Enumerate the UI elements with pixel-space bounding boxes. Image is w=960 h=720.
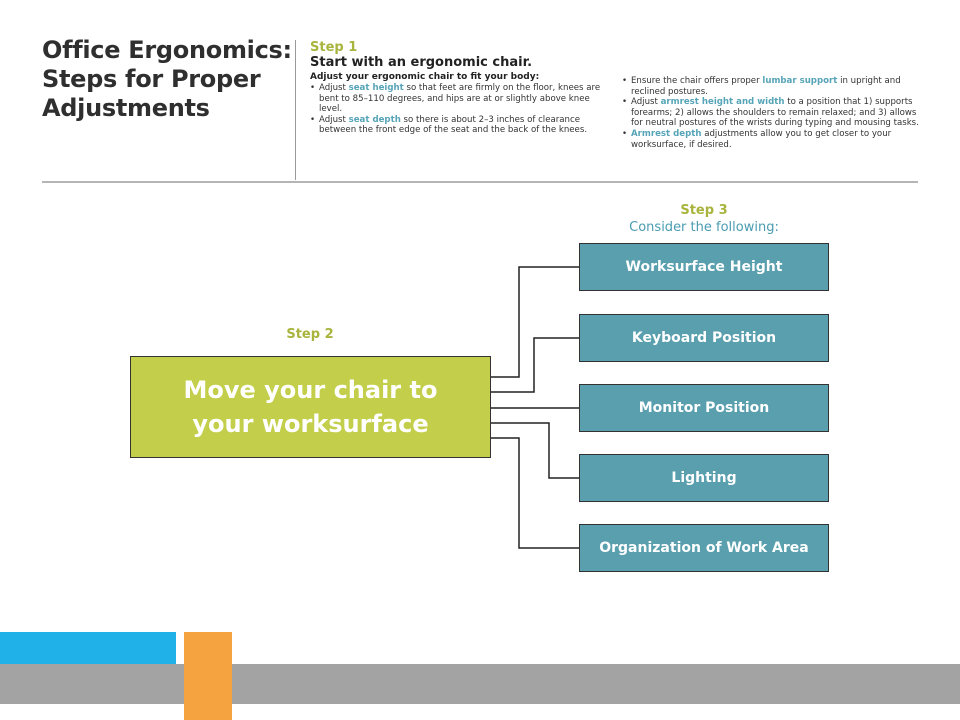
footer-gray-bar bbox=[0, 664, 960, 704]
list-item: Ensure the chair offers proper lumbar su… bbox=[622, 76, 920, 97]
connector-organization bbox=[491, 437, 579, 549]
header-horizontal-divider bbox=[42, 181, 918, 183]
step1-heading: Start with an ergonomic chair. bbox=[310, 55, 533, 70]
step1-list-left: Adjust seat height so that feet are firm… bbox=[310, 83, 605, 136]
connector-worksurface-height bbox=[491, 266, 579, 378]
step1-label: Step 1 bbox=[310, 40, 358, 55]
header-vertical-divider bbox=[295, 40, 296, 180]
option-box-worksurface-height: Worksurface Height bbox=[579, 243, 829, 291]
step1-list-right: Ensure the chair offers proper lumbar su… bbox=[622, 76, 920, 150]
step1-intro: Adjust your ergonomic chair to fit your … bbox=[310, 72, 540, 82]
step2-label: Step 2 bbox=[286, 327, 334, 342]
connector-lighting bbox=[491, 422, 579, 479]
keyword: Armrest depth bbox=[631, 128, 702, 139]
option-box-monitor-position: Monitor Position bbox=[579, 384, 829, 432]
step1-column-left: Step 1 Start with an ergonomic chair. Ad… bbox=[310, 40, 605, 136]
connector-keyboard-position bbox=[491, 337, 579, 393]
step3-subtitle: Consider the following: bbox=[629, 220, 779, 235]
option-box-keyboard-position: Keyboard Position bbox=[579, 314, 829, 362]
footer-orange-bar bbox=[184, 632, 232, 720]
keyword: armrest height and width bbox=[660, 97, 785, 108]
list-item: Adjust armrest height and width to a pos… bbox=[622, 97, 920, 129]
keyword: seat height bbox=[348, 83, 404, 93]
list-item: Adjust seat height so that feet are firm… bbox=[310, 83, 605, 115]
keyword: seat depth bbox=[348, 114, 401, 125]
step2-box: Move your chair to your worksurface bbox=[130, 356, 491, 458]
step1-column-right: Ensure the chair offers proper lumbar su… bbox=[622, 76, 920, 150]
page-title: Office Ergonomics: Steps for Proper Adju… bbox=[42, 36, 292, 122]
step3-label: Step 3 bbox=[680, 203, 728, 218]
option-box-organization-of-work-area: Organization of Work Area bbox=[579, 524, 829, 572]
keyword: lumbar support bbox=[762, 76, 838, 86]
list-item: Adjust seat depth so there is about 2–3 … bbox=[310, 115, 605, 136]
option-box-lighting: Lighting bbox=[579, 454, 829, 502]
list-item: Armrest depth adjustments allow you to g… bbox=[622, 129, 920, 150]
